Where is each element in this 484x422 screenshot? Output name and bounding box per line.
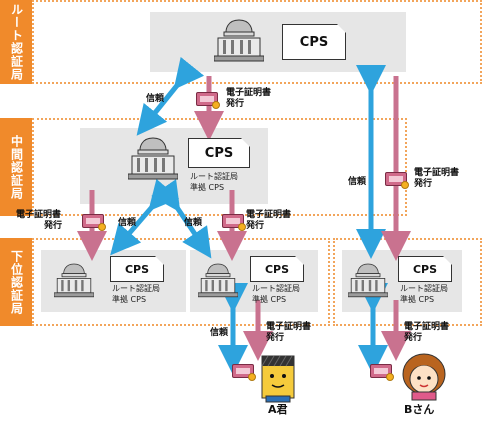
cert-issue-label-line2: 発行 <box>44 221 63 231</box>
root-compliant-cps-line2: 準拠 CPS <box>400 295 435 304</box>
trust-arrow-intermediate-lower2 <box>151 179 212 259</box>
root-compliant-cps-line2: 準拠 CPS <box>112 295 147 304</box>
cert-issue-label-line1: 電子証明書 <box>404 322 450 332</box>
cert-issue-label-line1: 電子証明書 <box>266 322 312 332</box>
lower1-cps-document: CPS <box>110 256 164 282</box>
root-ca-band: ルート認証局 <box>0 0 32 84</box>
cert-issue-label-line1: 電子証明書 <box>414 168 460 178</box>
user-a-avatar <box>261 355 295 403</box>
cps-label: CPS <box>204 145 234 161</box>
root-compliant-cps-line1: ルート認証局 <box>190 172 238 181</box>
building-icon <box>214 19 264 62</box>
user-a-name: A君 <box>268 403 288 416</box>
building-icon <box>54 263 94 298</box>
intermediate-ca-band: 中間認証局 <box>0 118 32 216</box>
root-ca-region <box>32 0 482 84</box>
certificate-icon <box>385 172 409 189</box>
cert-issue-label-line2: 発行 <box>266 333 285 343</box>
user-b-avatar <box>402 353 446 401</box>
root-compliant-cps-line1: ルート認証局 <box>400 284 448 293</box>
certificate-icon <box>222 214 246 231</box>
certificate-icon <box>82 214 106 231</box>
user-b-name: Bさん <box>404 403 435 416</box>
trust-label: 信頼 <box>118 218 137 228</box>
root-compliant-cps-line2: 準拠 CPS <box>190 183 225 192</box>
certificate-icon <box>232 364 256 381</box>
intermediate-cps-document: CPS <box>188 138 250 168</box>
root-compliant-cps-line1: ルート認証局 <box>252 284 300 293</box>
trust-label: 信頼 <box>348 177 367 187</box>
trust-label: 信頼 <box>146 94 165 104</box>
cert-issue-label-line2: 発行 <box>246 221 265 231</box>
cert-issue-label-line1: 電子証明書 <box>246 210 292 220</box>
building-icon <box>348 263 388 298</box>
certificate-icon <box>196 92 220 109</box>
cert-issue-label-line2: 発行 <box>404 333 423 343</box>
certificate-icon <box>370 364 394 381</box>
lower3-cps-document: CPS <box>398 256 452 282</box>
cps-label: CPS <box>412 262 438 276</box>
cert-issue-label-line1: 電子証明書 <box>226 88 272 98</box>
lower-ca-band: 下位認証局 <box>0 238 32 326</box>
root-compliant-cps-line2: 準拠 CPS <box>252 295 287 304</box>
building-icon <box>198 263 238 298</box>
cps-label: CPS <box>299 34 329 50</box>
lower2-cps-document: CPS <box>250 256 304 282</box>
cert-issue-label-line1: 電子証明書 <box>16 210 62 220</box>
trust-arrow-root-intermediate <box>136 56 205 136</box>
root-compliant-cps-line1: ルート認証局 <box>112 284 160 293</box>
building-icon <box>128 137 178 180</box>
trust-label: 信頼 <box>184 218 203 228</box>
cps-label: CPS <box>124 262 150 276</box>
root-cps-document: CPS <box>282 24 346 60</box>
cert-issue-label-line2: 発行 <box>414 179 433 189</box>
cert-issue-label-line2: 発行 <box>226 99 245 109</box>
cps-label: CPS <box>264 262 290 276</box>
trust-label: 信頼 <box>210 328 229 338</box>
